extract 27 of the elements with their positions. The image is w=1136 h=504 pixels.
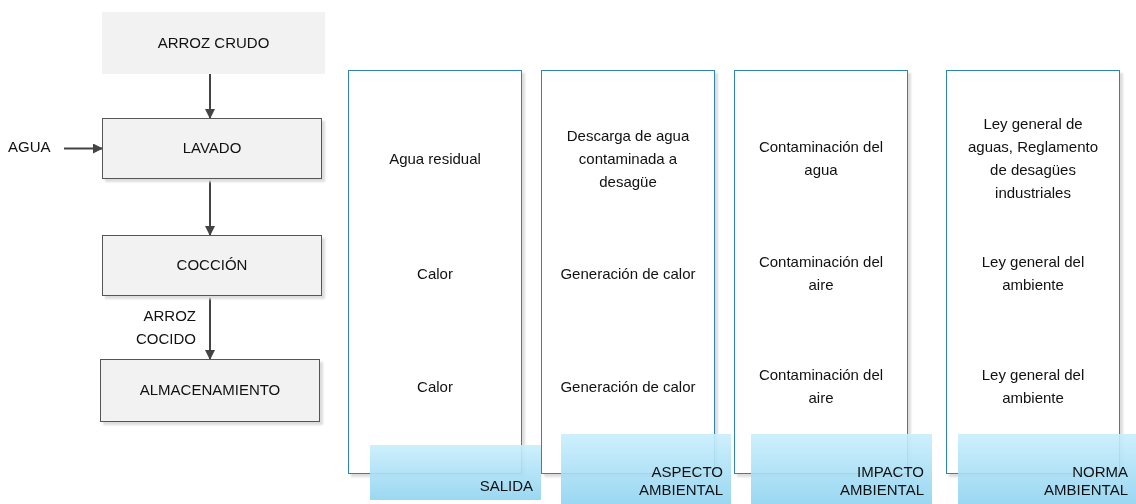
- cell-text: Contaminación del agua: [757, 137, 885, 180]
- cell-text: Calor: [416, 376, 454, 397]
- cell-text: Contaminación del aire: [757, 252, 885, 295]
- cell-text: Contaminación del aire: [757, 365, 885, 408]
- column-panel: [348, 70, 522, 474]
- process-box: ARROZ CRUDO: [102, 12, 325, 74]
- header-tab: NORMA AMBIENTAL: [958, 434, 1136, 504]
- process-box: LAVADO: [102, 118, 322, 179]
- cell-text: Generación de calor: [559, 263, 697, 284]
- header-tab: IMPACTO AMBIENTAL: [751, 434, 932, 504]
- header-tab: SALIDA: [370, 445, 541, 500]
- arrow: [205, 295, 215, 360]
- cell-text: Generación de calor: [559, 376, 697, 397]
- header-tab: ASPECTO AMBIENTAL: [561, 434, 731, 504]
- cell-text: Ley general de aguas, Reglamento de desagües industriales: [966, 114, 1100, 203]
- arrow: [205, 178, 215, 236]
- cell-text: Agua residual: [388, 148, 482, 169]
- arrow: [63, 143, 103, 154]
- cell-text: Ley general del ambiente: [980, 252, 1086, 295]
- edge-label: ARROZ COCIDO: [135, 306, 196, 349]
- arrow: [205, 73, 215, 119]
- cell-text: Descarga de agua contaminada a desagüe: [565, 125, 691, 192]
- process-box: COCCIÓN: [102, 235, 322, 296]
- input-label: AGUA: [8, 135, 68, 159]
- process-box: ALMACENAMIENTO: [100, 359, 320, 422]
- cell-text: Calor: [416, 263, 454, 284]
- cell-text: Ley general del ambiente: [980, 365, 1086, 408]
